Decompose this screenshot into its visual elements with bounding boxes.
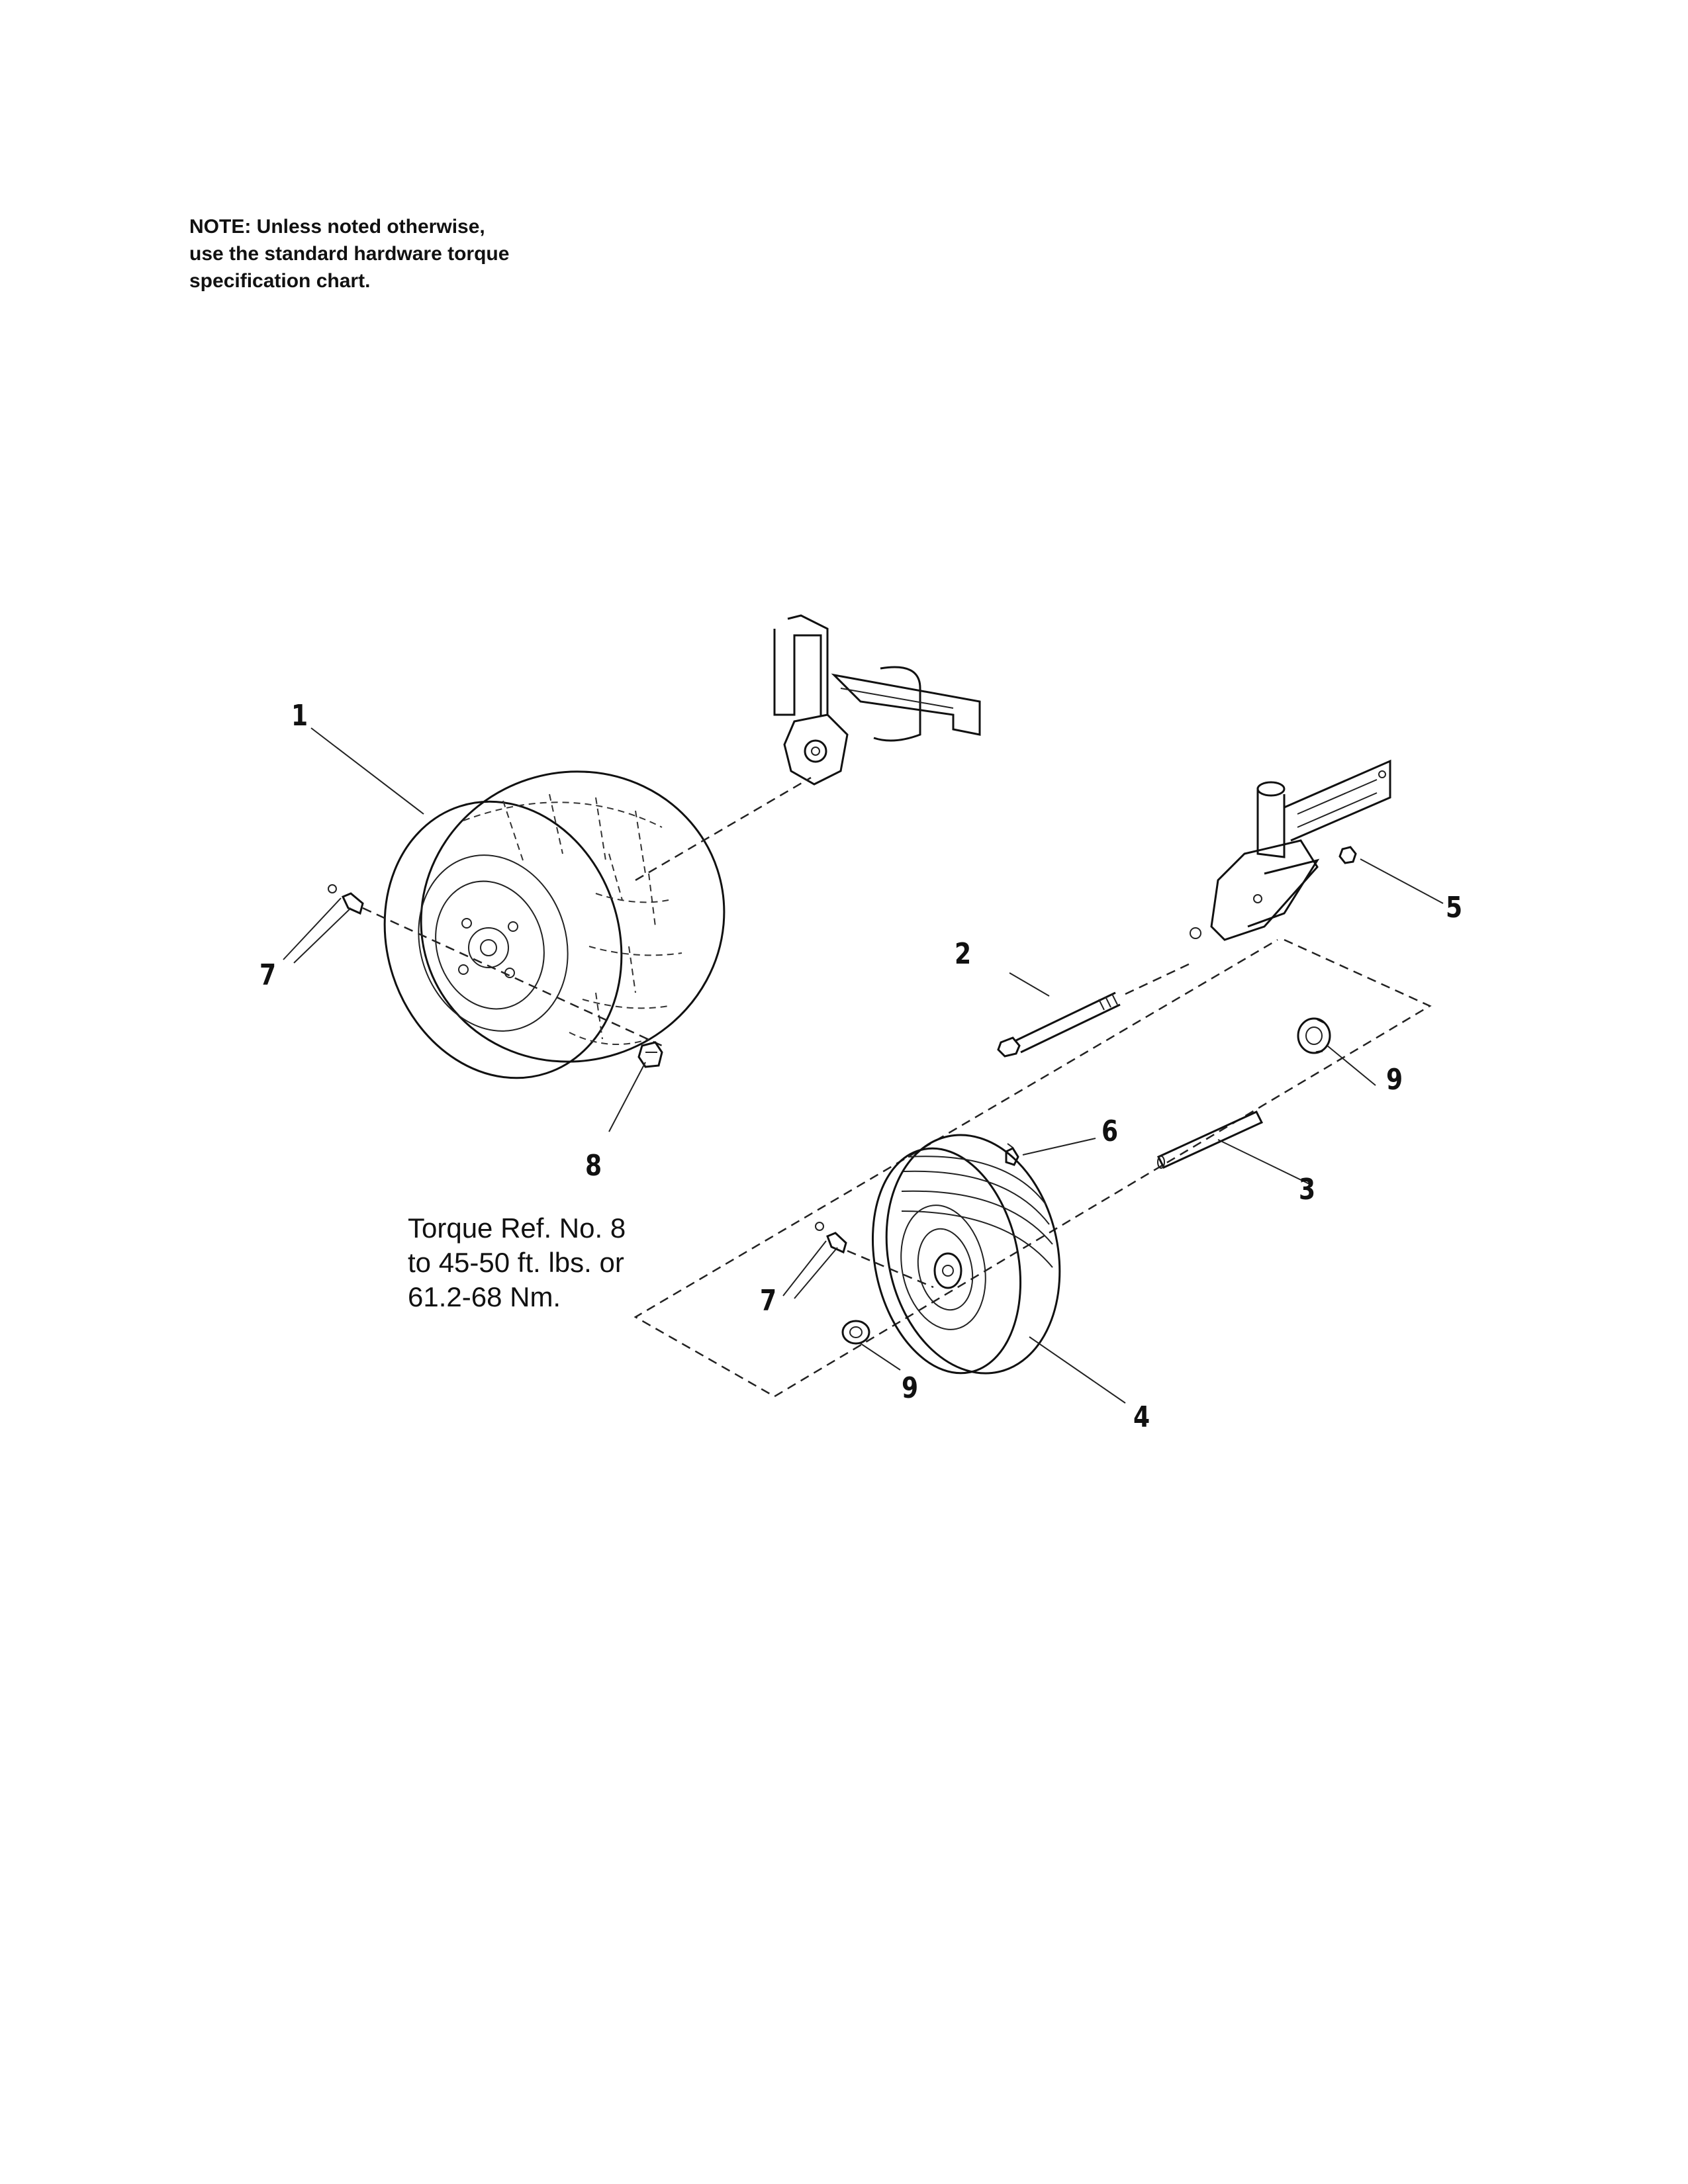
callout-9-upper: 9 xyxy=(1386,1063,1403,1097)
wheel-hub-center xyxy=(804,739,827,763)
front-caster-wheel xyxy=(871,1134,1061,1375)
leader-tire-to-hub xyxy=(635,776,812,882)
callout-8: 8 xyxy=(585,1149,602,1183)
valve-stem-lower xyxy=(815,1222,934,1289)
rear-tire-assembly xyxy=(383,770,726,1079)
callout-1: 1 xyxy=(291,699,308,733)
axle-bolt xyxy=(997,962,1192,1058)
bushing-lower xyxy=(841,1320,870,1345)
torque-line-2: to 45-50 ft. lbs. or xyxy=(408,1247,624,1278)
caster-fork-bracket xyxy=(1190,759,1391,941)
wheel-hub-flange xyxy=(783,713,849,786)
note-line-2: use the standard hardware torque xyxy=(189,243,510,265)
callout-2: 2 xyxy=(955,937,972,971)
callout-5: 5 xyxy=(1446,891,1463,925)
leader-caster-assembly xyxy=(633,938,1432,1398)
lug-nut xyxy=(637,1041,663,1068)
frame-axle-assembly xyxy=(773,614,981,786)
callout-3: 3 xyxy=(1299,1173,1316,1206)
note-line-3: specification chart. xyxy=(189,270,371,292)
callout-4: 4 xyxy=(1133,1400,1150,1434)
torque-spec-note: Torque Ref. No. 8 to 45-50 ft. lbs. or 6… xyxy=(408,1211,686,1314)
bushing-upper xyxy=(1297,1017,1331,1054)
note-line-1: NOTE: Unless noted otherwise, xyxy=(189,216,485,238)
spacer-tube xyxy=(1156,1111,1264,1169)
callout-7-left: 7 xyxy=(259,958,277,992)
valve-stem-left xyxy=(328,884,663,1047)
callout-9-lower: 9 xyxy=(902,1371,919,1405)
fork-nut xyxy=(1338,846,1357,864)
hardware-torque-note: NOTE: Unless noted otherwise, use the st… xyxy=(189,213,613,295)
torque-line-3: 61.2-68 Nm. xyxy=(408,1281,561,1312)
callout-7-lower: 7 xyxy=(760,1284,777,1318)
callout-leaders xyxy=(283,727,1444,1404)
callout-6: 6 xyxy=(1102,1115,1119,1148)
torque-line-1: Torque Ref. No. 8 xyxy=(408,1212,626,1244)
